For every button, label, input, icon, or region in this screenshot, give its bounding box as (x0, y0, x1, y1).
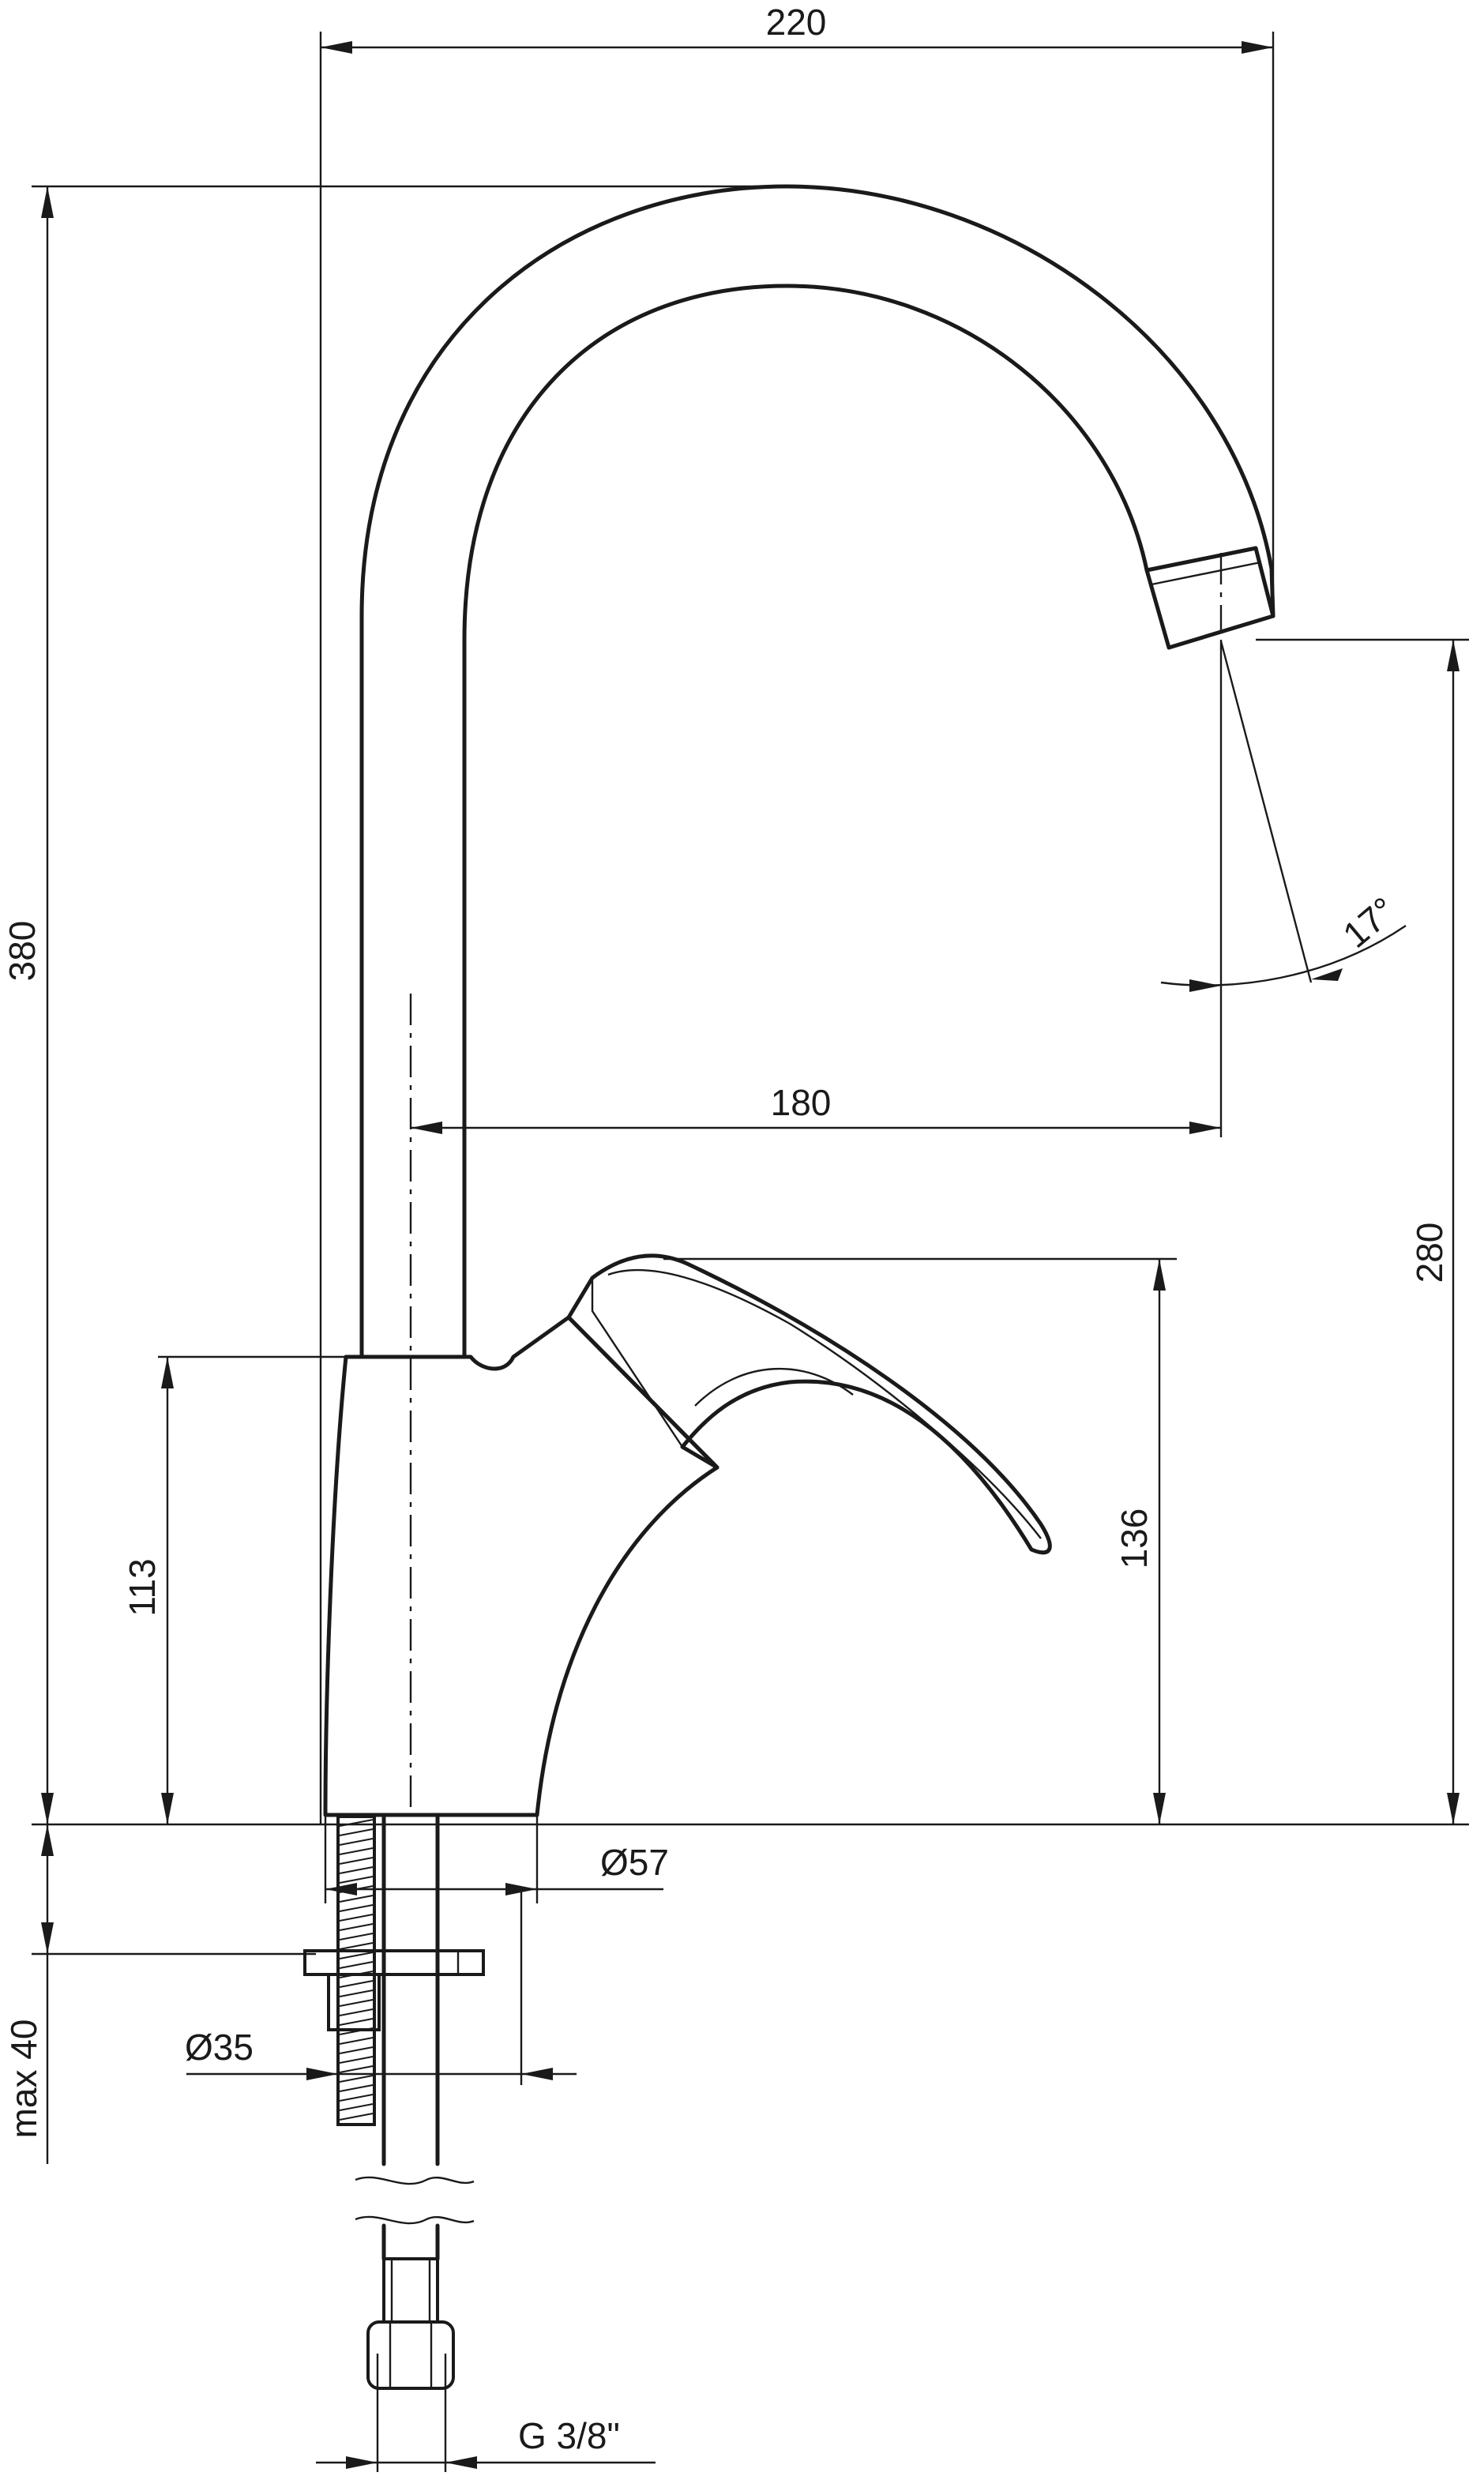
thread-hatch (339, 2075, 374, 2083)
arrow-17-left (1189, 979, 1221, 992)
arrow-113-top (161, 1357, 174, 1388)
thread-hatch (339, 1942, 374, 1950)
arrow-113-bottom (161, 1793, 174, 1824)
arrow-136-top (1153, 1259, 1166, 1291)
arrow-180-right (1189, 1122, 1221, 1134)
arrow-380-top (41, 186, 54, 218)
mounting-nut (327, 1973, 381, 2031)
thread-hatch (339, 2046, 374, 2054)
spout-outer-curve (359, 184, 1275, 1359)
rod-threads (339, 1819, 374, 2121)
faucet-outline (303, 184, 1275, 2390)
arrow-57-left (325, 1883, 357, 1896)
thread-hatch (339, 2056, 374, 2064)
thread-hatch (339, 1857, 374, 1865)
arrow-180-left (411, 1122, 442, 1134)
arrow-280-top (1447, 640, 1460, 671)
arrow-40-bottom (41, 1922, 54, 1954)
lever-cartridge-line (591, 1278, 684, 1448)
thread-hatch (339, 2113, 374, 2121)
label-thread-g38: G 3/8" (518, 2415, 620, 2456)
thread-hatch (339, 2037, 374, 2045)
thread-hatch (339, 1989, 374, 1997)
dimension-lines (32, 32, 1469, 2472)
hose-break-bottom (355, 2215, 475, 2225)
mounting-washer (303, 1949, 485, 1976)
hose-break-top (355, 2176, 475, 2185)
thread-hatch (339, 1999, 374, 2007)
label-outlet-280: 280 (1409, 1223, 1450, 1283)
arrow-35-right (521, 2068, 553, 2080)
thread-hatch (339, 1847, 374, 1855)
label-lever-136: 136 (1114, 1509, 1155, 1569)
label-height-380: 380 (2, 921, 43, 982)
spout-inner-curve (462, 284, 1149, 1359)
thread-hatch (339, 2008, 374, 2016)
angle-leg (1219, 641, 1313, 983)
thread-hatch (339, 1876, 374, 1884)
lever-handle (566, 1253, 1052, 1555)
arrow-35-left (306, 2068, 338, 2080)
thread-hatch (339, 2094, 374, 2102)
arrow-40-top (41, 1824, 54, 1856)
thread-hatch (339, 1866, 374, 1874)
label-deck-max-40: max 40 (3, 2019, 44, 2139)
arrow-g-left (346, 2456, 378, 2469)
arrow-280-bottom (1447, 1793, 1460, 1824)
thread-hatch (339, 2065, 374, 2073)
label-base-diameter-57: Ø57 (600, 1842, 669, 1883)
thread-hatch (339, 1904, 374, 1912)
thread-hatch (339, 2084, 374, 2092)
thread-hatch (339, 1980, 374, 1988)
aerator-ring (1151, 561, 1261, 586)
label-reach-180: 180 (771, 1082, 832, 1123)
thread-hatch (339, 1961, 374, 1969)
label-hole-diameter-35: Ø35 (185, 2027, 254, 2068)
arrow-g-right (445, 2456, 477, 2469)
arrow-220-right (1242, 41, 1273, 54)
lever-inner-curve (694, 1368, 854, 1407)
connector-nut (366, 2320, 455, 2390)
thread-hatch (339, 1914, 374, 1922)
thread-hatch (339, 1828, 374, 1836)
thread-hatch (339, 1895, 374, 1903)
arrow-136-bottom (1153, 1793, 1166, 1824)
thread-hatch (339, 1952, 374, 1959)
threaded-rod (336, 1815, 376, 2126)
lever-inner-line (607, 1269, 1042, 1539)
faucet-body (323, 1315, 719, 1817)
thread-hatch (339, 1838, 374, 1846)
thread-hatch (339, 2018, 374, 2026)
thread-hatch (339, 1933, 374, 1941)
label-angle-17: 17° (1335, 889, 1403, 956)
label-body-113: 113 (122, 1558, 163, 1616)
dimension-labels: 220 380 180 17° 280 136 113 Ø57 Ø35 max … (2, 2, 1450, 2456)
arrow-380-bottom (41, 1793, 54, 1824)
label-width-220: 220 (766, 2, 827, 43)
thread-hatch (339, 2103, 374, 2111)
thread-hatch (339, 1923, 374, 1931)
arrow-17-right (1311, 968, 1343, 981)
arrow-220-left (321, 41, 352, 54)
